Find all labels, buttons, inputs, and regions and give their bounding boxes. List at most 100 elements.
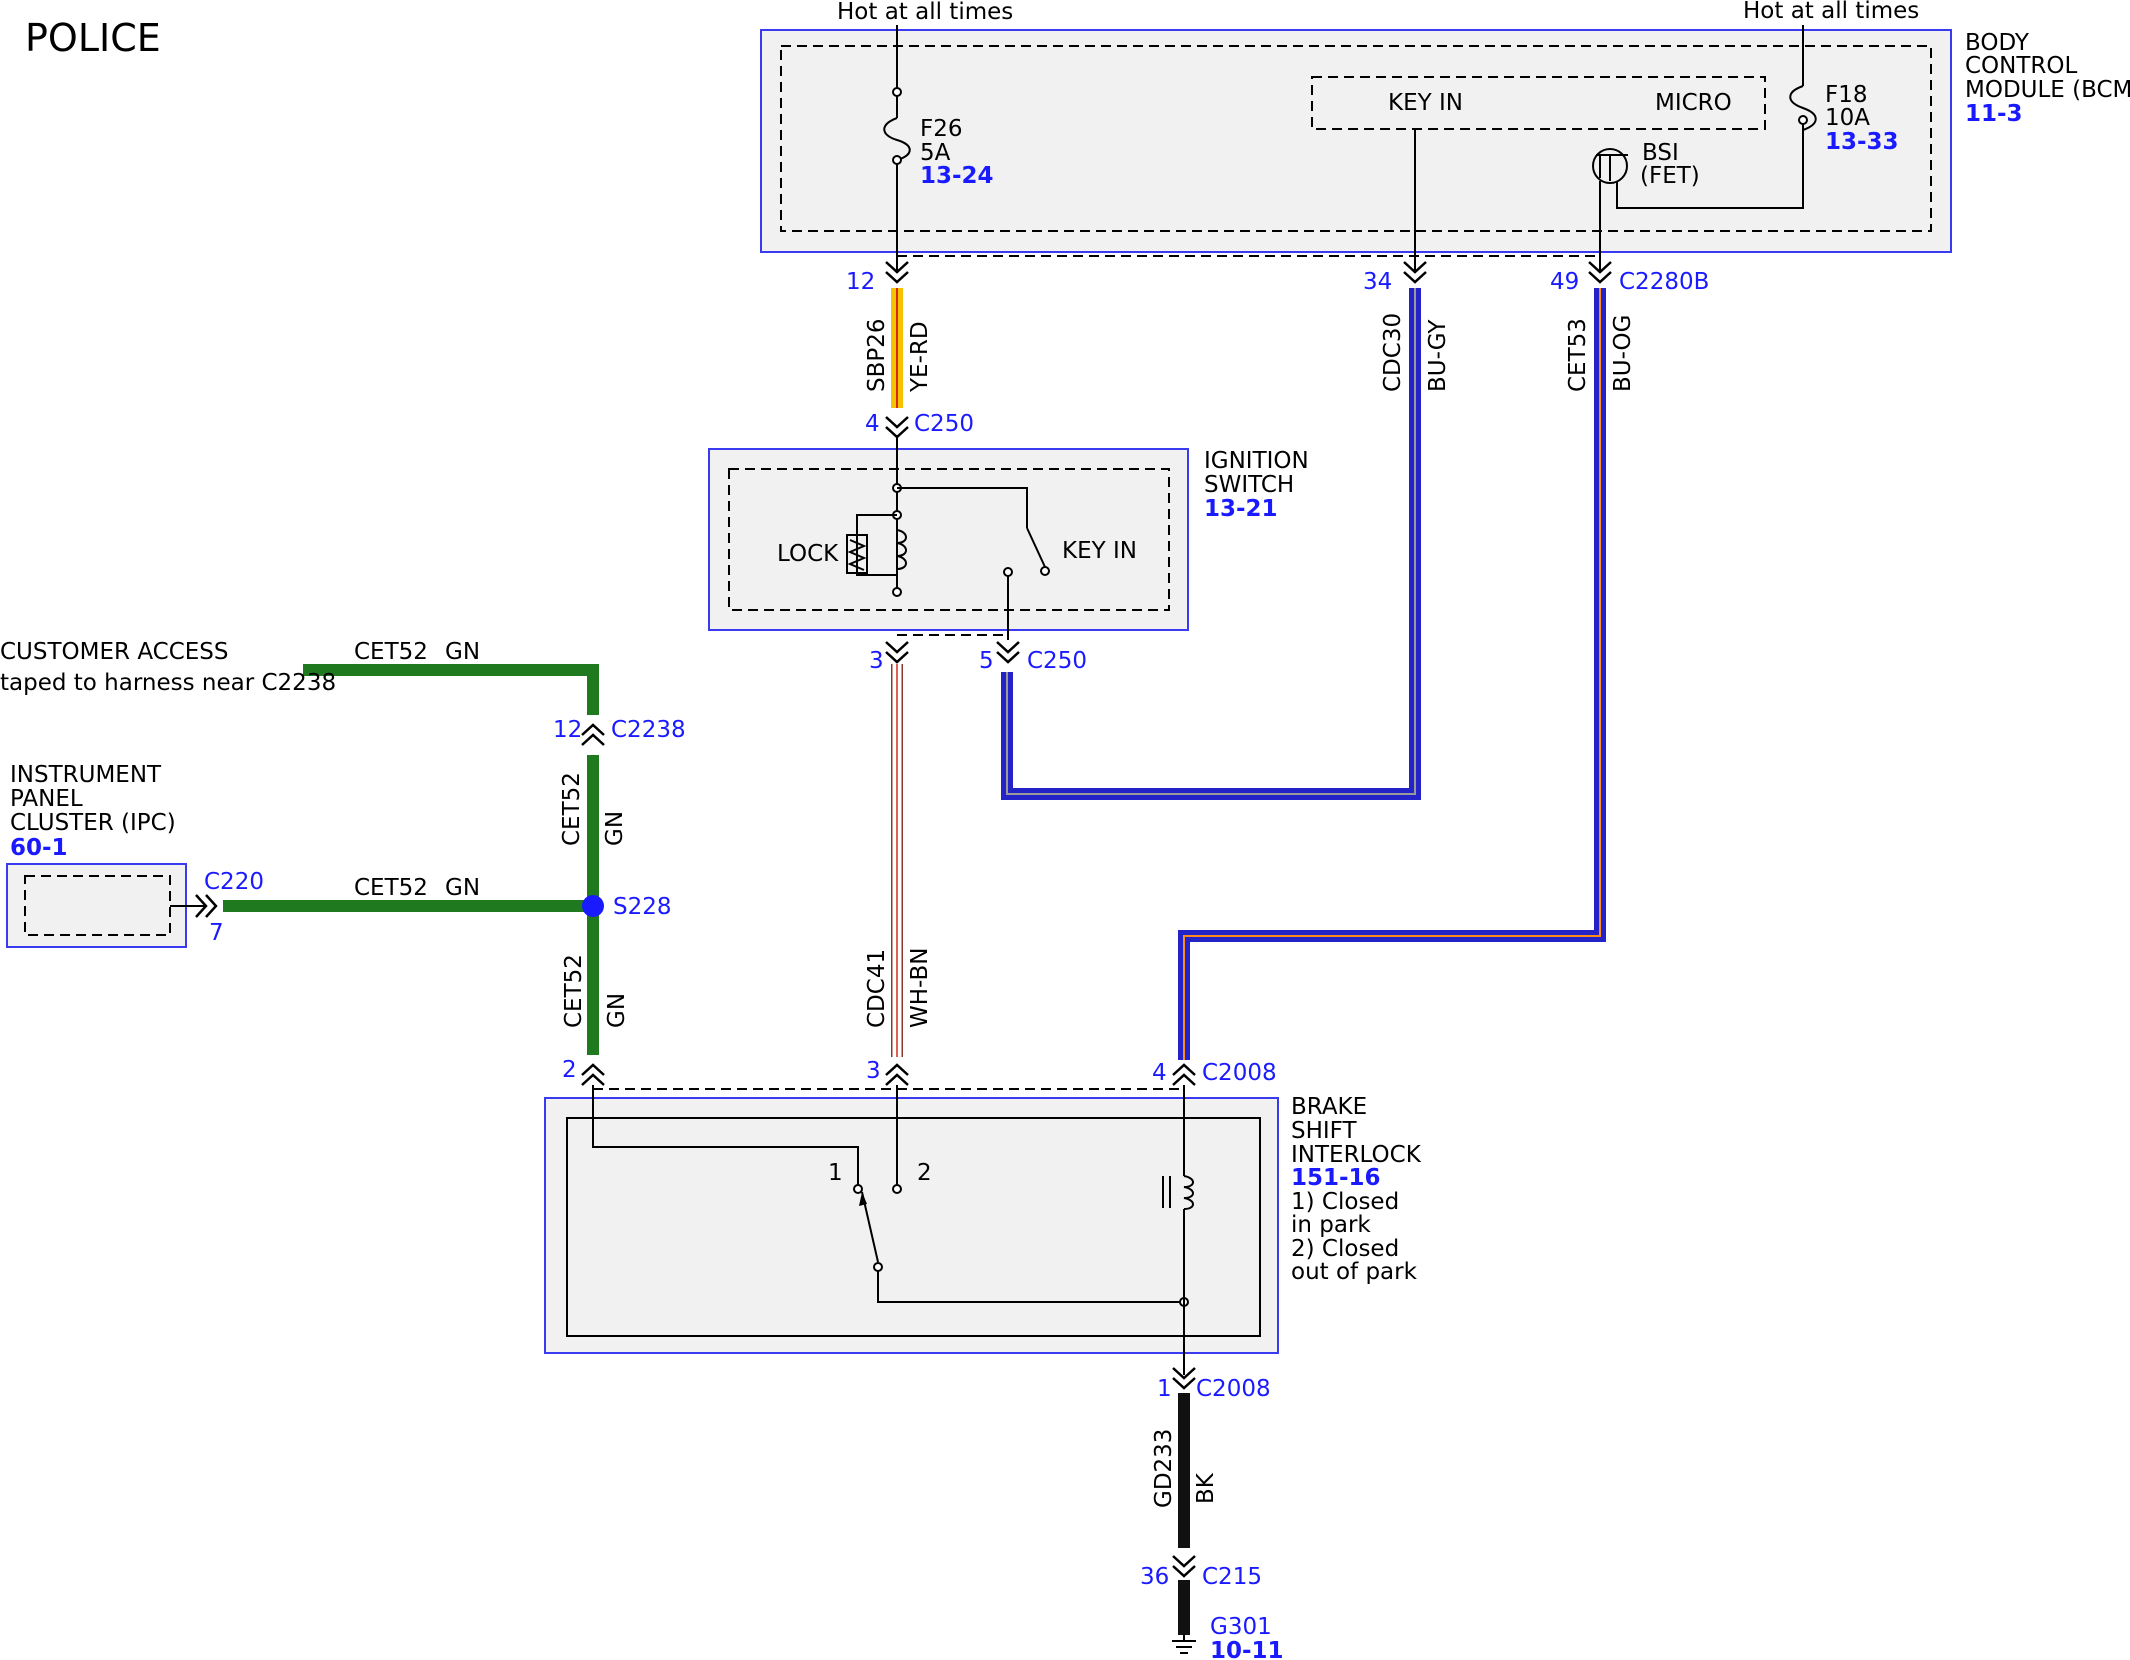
ipc-name-line1: INSTRUMENT — [10, 762, 162, 788]
fuse-f26-ref[interactable]: 13-24 — [920, 163, 994, 189]
ground-ref[interactable]: 10-11 — [1210, 1638, 1284, 1660]
fuse-f26-icon — [883, 117, 911, 161]
bcm-module: BODY CONTROL MODULE (BCM) 11-3 F26 5A 13… — [760, 25, 2130, 272]
bcm-pin-49: 49 — [1550, 269, 1579, 295]
connector-c2008-pin4 — [1171, 1063, 1197, 1087]
ign-name-line2: SWITCH — [1204, 472, 1294, 498]
wire-cdc41-circuit: CDC41 — [864, 949, 890, 1028]
connector-c2008-pin3 — [884, 1063, 910, 1087]
ipc-pin: 7 — [209, 920, 224, 946]
ipc-name-line3: CLUSTER (IPC) — [10, 810, 176, 836]
fuse-f18-icon — [1789, 85, 1817, 131]
fuse-f26-name: F26 — [920, 116, 963, 142]
connector-c250-pin5 — [995, 640, 1021, 664]
ground-label[interactable]: G301 — [1210, 1614, 1272, 1640]
hot-label-left: Hot at all times — [837, 0, 1013, 25]
interlock-coil-icon — [1183, 1175, 1194, 1210]
connector-c250-pin3 — [884, 640, 910, 664]
bsi-line2: (FET) — [1640, 163, 1700, 189]
ign-connector-bottom[interactable]: C250 — [1027, 648, 1087, 674]
customer-access-line1: CUSTOMER ACCESS — [0, 639, 229, 665]
wire-cet52-lower-circuit: CET52 — [561, 954, 587, 1028]
c2238-pin: 12 — [553, 717, 582, 743]
key-in-switch-icon — [1026, 527, 1046, 568]
bsi-note2-line2: out of park — [1291, 1259, 1418, 1285]
c215-pin: 36 — [1140, 1564, 1169, 1590]
bsi-name-line1: BRAKE — [1291, 1094, 1367, 1120]
c215-label[interactable]: C215 — [1202, 1564, 1262, 1590]
bsi-name-line3: INTERLOCK — [1291, 1142, 1422, 1168]
bcm-ref[interactable]: 11-3 — [1965, 101, 2023, 127]
c2238-label[interactable]: C2238 — [611, 717, 686, 743]
bsi-note2-line1: 2) Closed — [1291, 1236, 1399, 1262]
wire-gd233-circuit: GD233 — [1151, 1429, 1177, 1508]
bsi-pin-right: 4 — [1152, 1060, 1167, 1086]
connector-c2238-pin12 — [580, 723, 606, 747]
bcm-name-line2: CONTROL — [1965, 53, 2078, 79]
fuse-f18-rating: 10A — [1825, 105, 1870, 131]
bsi-connector-bottom[interactable]: C2008 — [1196, 1376, 1271, 1402]
bsi-line1: BSI — [1642, 140, 1679, 166]
ign-pin-top: 4 — [865, 411, 880, 437]
ign-lock-label: LOCK — [777, 541, 839, 567]
fuse-f18-ref[interactable]: 13-33 — [1825, 129, 1899, 155]
wire-cet52-lower-color: GN — [604, 993, 630, 1028]
ground-icon — [1172, 1635, 1196, 1654]
bcm-pin-34: 34 — [1363, 269, 1392, 295]
wire-cdc30-color: BU-GY — [1425, 319, 1451, 392]
bsi-pin-left: 2 — [562, 1057, 577, 1083]
wire-cdc30-circuit: CDC30 — [1380, 313, 1406, 392]
splice-label: S228 — [613, 894, 672, 920]
connector-c250-pin4 — [884, 415, 910, 439]
wire-cet53-circuit: CET53 — [1565, 318, 1591, 392]
wire-cet52-access-circuit: CET52 — [354, 639, 428, 665]
bcm-connector-label[interactable]: C2280B — [1619, 269, 1709, 295]
ipc-name-line2: PANEL — [10, 786, 83, 812]
ign-connector-top[interactable]: C250 — [914, 411, 974, 437]
brake-shift-interlock-module: 1 2 — [544, 1085, 1279, 1375]
bsi-ref[interactable]: 151-16 — [1291, 1165, 1381, 1191]
ignition-switch-module: LOCK KEY IN — [708, 435, 1189, 640]
ipc-ref[interactable]: 60-1 — [10, 835, 68, 861]
connector-c2008-pin2 — [580, 1063, 606, 1087]
interlock-contact-2: 2 — [917, 1160, 932, 1186]
ign-key-in-label: KEY IN — [1062, 538, 1137, 564]
connector-c220-icon — [195, 894, 218, 918]
bsi-name-line2: SHIFT — [1291, 1118, 1358, 1144]
bcm-name-line1: BODY — [1965, 30, 2030, 56]
splice-s228[interactable] — [582, 895, 604, 917]
ign-pin-bottom-left: 3 — [869, 648, 884, 674]
wire-cet52-ipc-circuit: CET52 — [354, 875, 428, 901]
customer-access-line2: taped to harness near C2238 — [0, 670, 336, 696]
wire-cet52-access — [303, 664, 599, 715]
wire-cet52-ipc-color: GN — [445, 875, 480, 901]
fuse-f18-name: F18 — [1825, 82, 1868, 108]
lock-coil-icon — [896, 529, 907, 570]
bcm-name-line3: MODULE (BCM) — [1965, 77, 2130, 103]
bsi-pin-bottom: 1 — [1157, 1376, 1172, 1402]
fuse-f26-rating: 5A — [920, 140, 951, 166]
bsi-connector-top[interactable]: C2008 — [1202, 1060, 1277, 1086]
bsi-note1-line1: 1) Closed — [1291, 1189, 1399, 1215]
wire-cet52-access-color: GN — [445, 639, 480, 665]
bcm-pin-12: 12 — [846, 269, 875, 295]
wire-cet53 — [1178, 288, 1606, 1060]
wire-cet52-upper-circuit: CET52 — [559, 772, 585, 846]
ign-name-line1: IGNITION — [1204, 448, 1309, 474]
wire-cet52-upper-color: GN — [602, 811, 628, 846]
bcm-micro-label: MICRO — [1655, 90, 1732, 116]
ipc-module — [6, 863, 187, 948]
interlock-contact-1: 1 — [828, 1160, 843, 1186]
ign-ref[interactable]: 13-21 — [1204, 496, 1278, 522]
hot-label-right: Hot at all times — [1743, 0, 1919, 24]
bsi-note1-line2: in park — [1291, 1212, 1371, 1238]
bsi-pin-mid: 3 — [866, 1058, 881, 1084]
bsi-fet-icon — [1592, 148, 1628, 184]
wire-cet53-color: BU-OG — [1610, 315, 1636, 392]
bcm-key-in-label: KEY IN — [1388, 90, 1463, 116]
page-title: POLICE — [25, 16, 161, 60]
ipc-connector[interactable]: C220 — [204, 869, 264, 895]
wire-sbp26-color: YE-RD — [907, 321, 933, 393]
lock-solenoid-icon — [846, 534, 868, 574]
